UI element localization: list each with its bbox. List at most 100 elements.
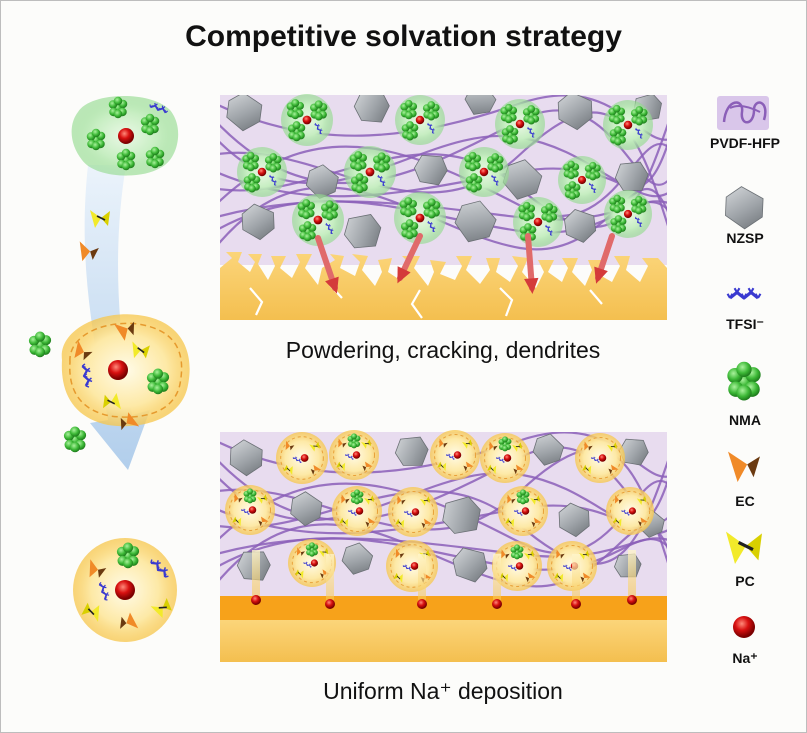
nzsp-particle bbox=[614, 161, 649, 191]
nma-solvation-cluster bbox=[344, 146, 396, 198]
sodium-ion bbox=[415, 115, 425, 125]
pc-molecule bbox=[437, 461, 447, 472]
tfsi-anion bbox=[345, 453, 354, 460]
ec-molecule bbox=[341, 494, 350, 504]
tfsi-anion bbox=[377, 174, 386, 187]
nzsp-particle bbox=[464, 95, 497, 115]
nma-solvation-cluster bbox=[603, 100, 653, 150]
ec-molecule bbox=[296, 547, 305, 556]
nma-molecule bbox=[464, 151, 482, 172]
nma-molecule bbox=[264, 153, 282, 173]
nma-molecule bbox=[350, 489, 364, 505]
dendrite-arrow bbox=[594, 233, 615, 284]
sodium-ion bbox=[248, 506, 257, 514]
nma-molecule bbox=[140, 113, 160, 136]
ec-molecule bbox=[728, 451, 760, 482]
ec-pc-solvation-cluster bbox=[575, 433, 625, 483]
sodium-ion bbox=[352, 451, 361, 459]
nma-molecule bbox=[609, 126, 627, 146]
top-sodium-metal-dendrites bbox=[220, 252, 667, 320]
sodium-ion-icon bbox=[733, 616, 755, 638]
top-nzsp-particles bbox=[226, 95, 662, 249]
ec-molecule bbox=[501, 549, 510, 559]
ec-molecule bbox=[525, 572, 536, 583]
ec-pc-solvation-cluster bbox=[480, 433, 530, 483]
sodium-ion bbox=[627, 595, 637, 605]
sodium-ion bbox=[533, 217, 543, 227]
tfsi-anion bbox=[635, 127, 643, 139]
ec-pc-solvation-cluster bbox=[276, 432, 328, 484]
nzsp-particle bbox=[452, 547, 488, 583]
tfsi-anion bbox=[314, 122, 323, 135]
ion-flux-beam bbox=[492, 554, 502, 609]
tfsi-anion bbox=[514, 509, 523, 516]
ec-molecule bbox=[397, 495, 406, 505]
nma-molecule bbox=[486, 153, 504, 173]
sodium-ion bbox=[623, 209, 633, 219]
ion-flux-beam bbox=[627, 550, 637, 605]
sodium-ion bbox=[577, 175, 587, 185]
ec-molecule bbox=[638, 517, 648, 527]
nma-solvation-cluster bbox=[495, 99, 545, 149]
sodium-ion bbox=[365, 167, 375, 177]
nma-molecule bbox=[465, 173, 483, 193]
tfsi-anion bbox=[527, 126, 535, 138]
ec-pc-solvation-cluster bbox=[606, 487, 654, 535]
pc-molecule bbox=[309, 441, 320, 452]
bottom-nzsp-particles bbox=[229, 433, 665, 583]
tfsi-anion bbox=[563, 564, 572, 571]
sodium-ion bbox=[628, 507, 637, 515]
pc-molecule bbox=[339, 517, 349, 528]
top-panel-schematic bbox=[220, 94, 667, 320]
nma-molecule bbox=[116, 542, 140, 569]
nma-molecule bbox=[423, 198, 441, 219]
nma-solvation-cluster bbox=[558, 156, 606, 204]
sodium-ion bbox=[492, 599, 502, 609]
tfsi-anion bbox=[269, 174, 277, 186]
pc-molecule bbox=[554, 572, 564, 583]
pc-molecule bbox=[530, 495, 541, 505]
bottom-panel-schematic bbox=[220, 430, 667, 662]
pc-molecule bbox=[257, 494, 268, 504]
nma-molecule bbox=[350, 173, 369, 194]
ec-molecule bbox=[285, 440, 295, 451]
legend-label-tfsi: TFSI⁻ bbox=[726, 316, 764, 332]
tfsi-anion bbox=[591, 456, 600, 463]
pc-molecule bbox=[294, 569, 304, 579]
tfsi-anion bbox=[292, 456, 302, 463]
ec-molecule bbox=[365, 517, 376, 528]
ec-molecule bbox=[439, 438, 448, 448]
tfsi-anion bbox=[325, 222, 334, 235]
nzsp-particle bbox=[229, 439, 263, 477]
nzsp-particle bbox=[564, 209, 597, 243]
sodium-ion bbox=[503, 454, 512, 462]
tfsi-anion bbox=[491, 174, 499, 186]
sodium-ion bbox=[479, 167, 489, 177]
tfsi-anion bbox=[496, 456, 505, 463]
pc-molecule bbox=[505, 517, 515, 528]
ec-molecule bbox=[114, 321, 135, 341]
pc-molecule bbox=[150, 598, 172, 619]
nma-molecule bbox=[243, 173, 261, 193]
bottom-ion-flux-beams bbox=[251, 550, 637, 609]
ec-molecule bbox=[258, 516, 269, 527]
sodium-ion bbox=[515, 562, 524, 570]
ion-flux-beam bbox=[417, 554, 427, 609]
ec-molecule bbox=[310, 464, 322, 475]
nma-molecule bbox=[540, 203, 558, 223]
tfsi-anion bbox=[446, 453, 455, 460]
nma-molecule bbox=[305, 542, 319, 557]
nma-molecule bbox=[298, 221, 317, 242]
sodium-ion bbox=[302, 115, 312, 125]
ec-molecule bbox=[614, 495, 623, 504]
nma-molecule bbox=[727, 361, 761, 401]
pc-molecule bbox=[393, 572, 403, 583]
pc-molecule bbox=[395, 518, 405, 529]
nma-solvation-cluster bbox=[604, 190, 652, 238]
nma-molecule bbox=[516, 489, 530, 505]
nma-molecule bbox=[86, 128, 106, 151]
ec-molecule bbox=[120, 612, 139, 629]
tfsi-anion bbox=[545, 224, 553, 236]
nma-molecule bbox=[400, 99, 418, 120]
tfsi-anion bbox=[149, 102, 169, 114]
